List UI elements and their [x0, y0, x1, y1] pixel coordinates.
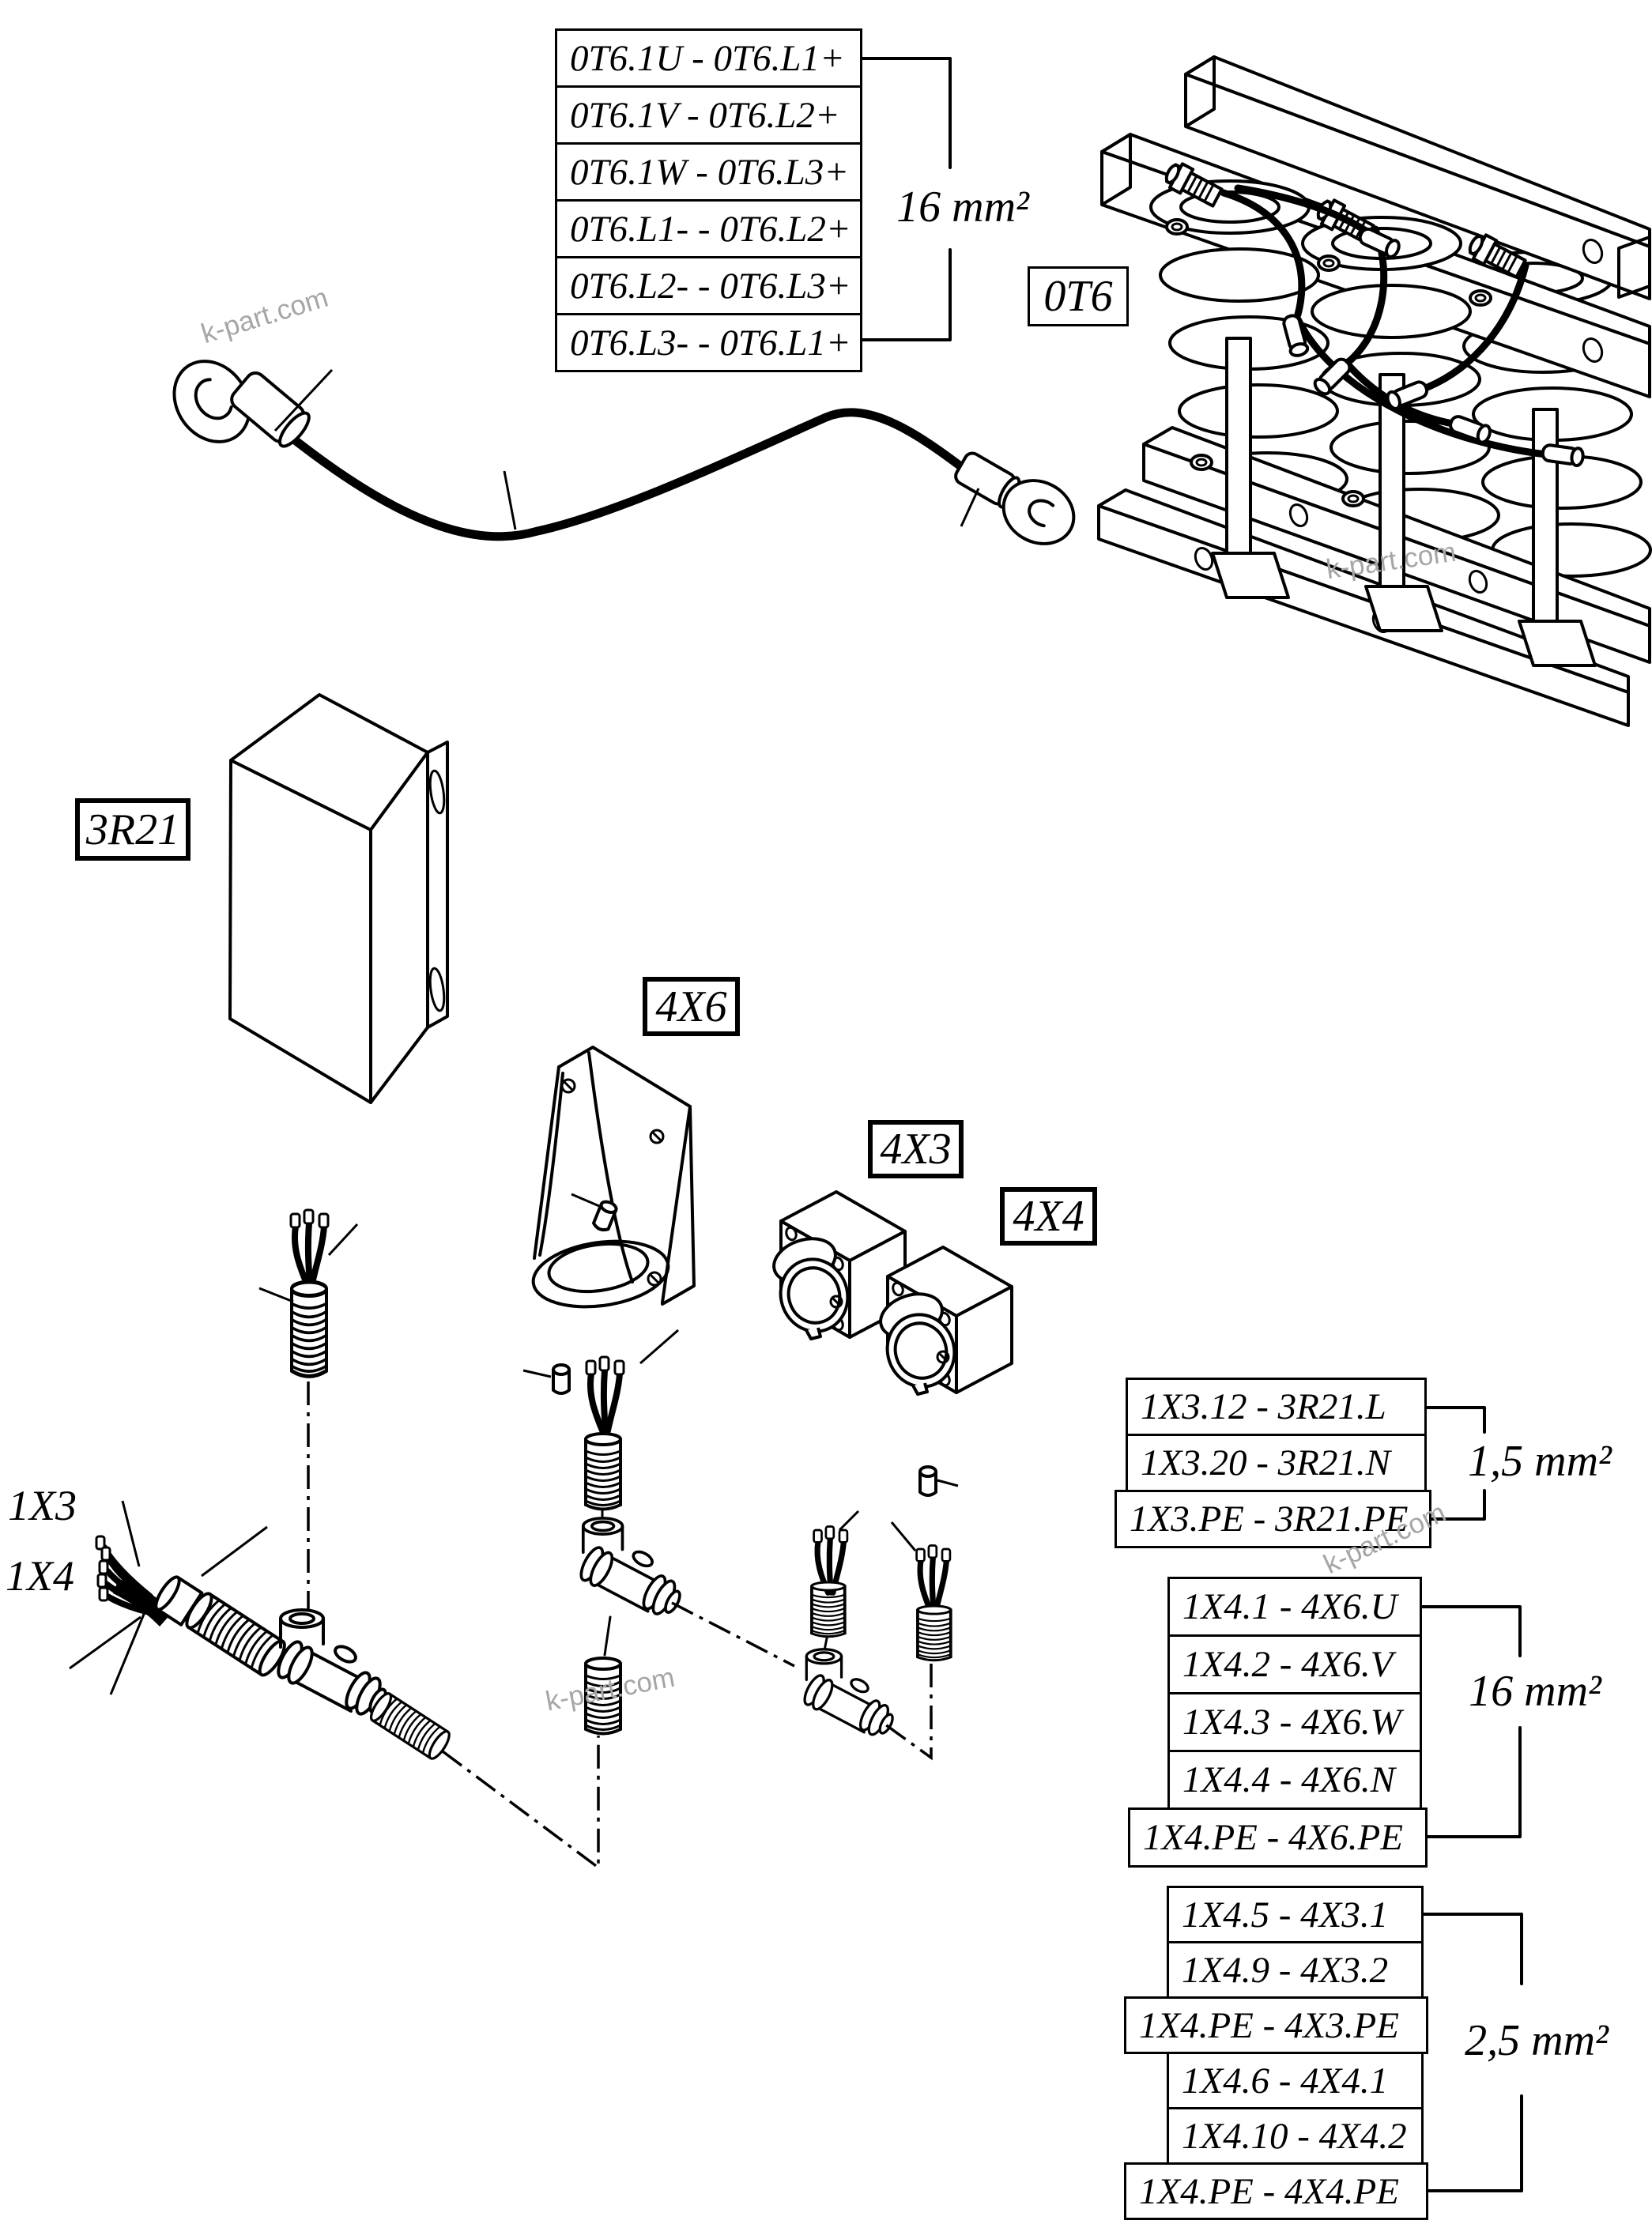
wire-link-text: 1X3.12 - 3R21.L	[1141, 1386, 1386, 1427]
wire-link-row: 1X4.4 - 4X6.N	[1167, 1750, 1422, 1810]
wire-link-row: 1X3.PE - 3R21.PE	[1115, 1490, 1431, 1548]
label-text: 0T6	[1043, 272, 1113, 321]
wire-link-text: 0T6.L3- - 0T6.L1+	[570, 322, 851, 364]
gland-assembly-1x3-1x4-drawing	[69, 1500, 600, 1871]
wire-link-text: 0T6.L2- - 0T6.L3+	[570, 265, 851, 307]
choke-0t6-drawing	[1097, 55, 1652, 727]
label-1x3: 1X3	[8, 1482, 77, 1529]
crimp-barrel-left	[230, 371, 311, 448]
wire-link-row: 1X4.PE - 4X3.PE	[1124, 1996, 1428, 2054]
wire-link-row: 0T6.L1- - 0T6.L2+	[555, 199, 862, 258]
label-0t6: 0T6	[1028, 266, 1129, 326]
socket-housing-4x6-drawing	[531, 1046, 696, 1309]
wire-gauge-label-1x3: 1,5 mm²	[1468, 1437, 1612, 1486]
label-1x4: 1X4	[6, 1552, 74, 1600]
wire-link-text: 1X4.3 - 4X6.W	[1182, 1702, 1401, 1743]
label-text: 3R21	[85, 805, 180, 854]
wire-link-text: 0T6.1W - 0T6.L3+	[570, 151, 849, 193]
conduit-chain-left	[258, 1210, 359, 1611]
ring-terminal-left	[172, 360, 251, 443]
wire-link-row: 1X4.3 - 4X6.W	[1167, 1692, 1422, 1752]
wire-link-text: 1X4.5 - 4X3.1	[1182, 1894, 1389, 1936]
wire-link-text: 1X4.9 - 4X3.2	[1182, 1949, 1389, 1991]
wire-link-text: 1X3.20 - 3R21.N	[1141, 1442, 1390, 1483]
wire-link-row: 1X4.9 - 4X3.2	[1167, 1941, 1424, 1999]
wire-link-text: 1X4.1 - 4X6.U	[1182, 1586, 1397, 1627]
wire-link-row: 1X4.6 - 4X4.1	[1167, 2052, 1424, 2109]
resistor-3r21-drawing	[228, 693, 449, 1104]
wire-link-row: 0T6.1W - 0T6.L3+	[555, 142, 862, 202]
label-4x3: 4X3	[868, 1120, 964, 1178]
label-3r21: 3R21	[75, 798, 190, 861]
wire-link-text: 1X4.2 - 4X6.V	[1182, 1644, 1394, 1685]
ring-terminal-right	[1001, 479, 1076, 545]
wire-link-text: 1X4.4 - 4X6.N	[1182, 1759, 1395, 1800]
wire-link-row: 1X4.PE - 4X4.PE	[1124, 2162, 1428, 2220]
label-text: 4X3	[880, 1125, 952, 1174]
label-text: 4X4	[1013, 1192, 1084, 1241]
wire-link-row: 0T6.1U - 0T6.L1+	[555, 28, 862, 88]
wire-link-text: 0T6.1U - 0T6.L1+	[570, 37, 845, 79]
conduit-chain-right	[799, 1465, 959, 1761]
label-text: 4X6	[655, 982, 727, 1031]
wire-gauge-label-1x4-4x6: 16 mm²	[1469, 1667, 1601, 1716]
jumper-cable-drawing	[172, 360, 1076, 545]
wire-link-row: 1X4.PE - 4X6.PE	[1128, 1807, 1428, 1868]
wire-link-text: 1X4.6 - 4X4.1	[1182, 2060, 1389, 2101]
label-4x4: 4X4	[1000, 1187, 1097, 1246]
wire-link-text: 0T6.1V - 0T6.L2+	[570, 94, 840, 136]
wire-link-row: 0T6.L3- - 0T6.L1+	[555, 313, 862, 372]
wire-link-text: 1X4.PE - 4X3.PE	[1139, 2004, 1399, 2046]
table-brackets	[861, 57, 1523, 2192]
label-4x6: 4X6	[643, 977, 740, 1036]
wire-link-row: 1X4.2 - 4X6.V	[1167, 1634, 1422, 1694]
wire-gauge-label-0t6: 16 mm²	[896, 183, 1029, 232]
wire-gauge-label-1x4-4x3-4x4: 2,5 mm²	[1465, 2016, 1609, 2065]
wire-link-row: 1X4.5 - 4X3.1	[1167, 1886, 1424, 1943]
conduit-chain-middle	[522, 1329, 795, 1736]
wire-link-text: 0T6.L1- - 0T6.L2+	[570, 208, 851, 250]
wire-link-row: 0T6.L2- - 0T6.L3+	[555, 256, 862, 315]
wire-link-text: 1X4.PE - 4X6.PE	[1143, 1817, 1403, 1858]
wire-link-row: 0T6.1V - 0T6.L2+	[555, 85, 862, 145]
wire-link-row: 1X4.1 - 4X6.U	[1167, 1577, 1422, 1637]
wire-link-text: 1X4.10 - 4X4.2	[1182, 2115, 1407, 2157]
wire-link-text: 1X4.PE - 4X4.PE	[1139, 2170, 1399, 2212]
wire-link-row: 1X3.20 - 3R21.N	[1126, 1434, 1427, 1492]
wire-link-row: 1X3.12 - 3R21.L	[1126, 1378, 1427, 1436]
wire-link-row: 1X4.10 - 4X4.2	[1167, 2107, 1424, 2165]
wire-link-text: 1X3.PE - 3R21.PE	[1130, 1498, 1409, 1540]
